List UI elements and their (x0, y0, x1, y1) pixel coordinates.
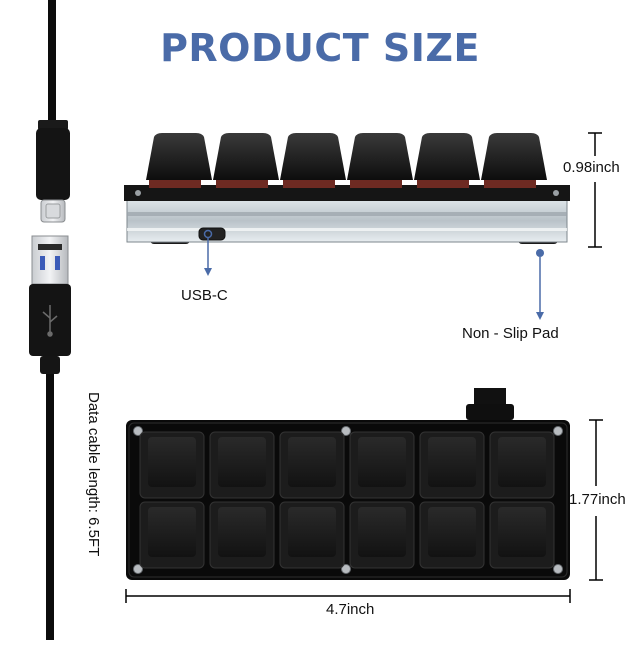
cable-length-label: Data cable length: 6.5FT (85, 392, 102, 557)
height-dimension (588, 132, 602, 248)
side-keycaps (146, 133, 547, 180)
slip-pad-pointer (536, 249, 544, 320)
usb-c-label: USB-C (181, 287, 228, 304)
usb-cable (29, 0, 71, 640)
top-keycaps (139, 431, 555, 569)
depth-dimension (589, 419, 603, 581)
depth-label: 1.77inch (569, 491, 626, 508)
switch-plate (124, 185, 570, 201)
width-dimension (125, 589, 571, 603)
keypad-side-view (124, 133, 570, 244)
usb-c-connector (36, 120, 70, 223)
slip-pad-label: Non - Slip Pad (462, 325, 559, 342)
height-label: 0.98inch (563, 159, 620, 176)
width-label: 4.7inch (326, 601, 375, 618)
usb-icon (42, 305, 58, 337)
page-title: PRODUCT SIZE (160, 26, 480, 70)
acrylic-case (126, 198, 568, 243)
usb-c-pointer (203, 229, 213, 276)
usb-a-connector (29, 235, 71, 374)
keypad-top-view (126, 388, 570, 580)
case-screws (133, 426, 563, 574)
